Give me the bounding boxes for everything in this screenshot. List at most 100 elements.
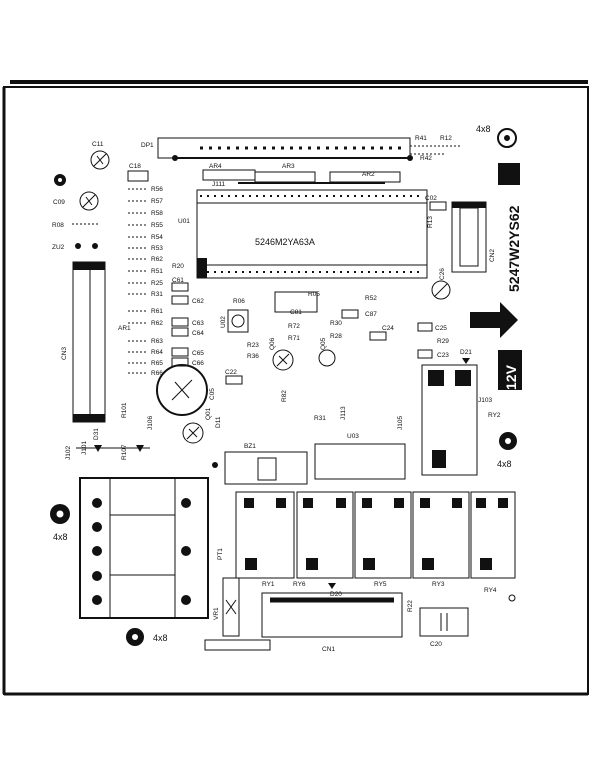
svg-text:C62: C62 [192,298,204,305]
svg-text:R72: R72 [288,323,300,330]
svg-text:AR2: AR2 [362,171,375,178]
svg-text:RY1: RY1 [262,581,275,588]
c26-capacitor: C26 [431,268,451,300]
svg-text:U03: U03 [347,433,359,440]
svg-text:D11: D11 [215,416,222,428]
svg-text:R52: R52 [365,295,377,302]
black-marker-square [498,163,520,185]
svg-text:R55: R55 [151,222,163,229]
svg-text:R08: R08 [52,222,64,229]
svg-text:R25: R25 [151,280,163,287]
svg-text:R31: R31 [151,291,163,298]
svg-text:J113: J113 [340,406,347,420]
c20-capacitor: C20 [419,607,469,648]
mount-hole-left: 4x8 [50,504,70,542]
ar3-array [254,171,316,183]
svg-text:4x8: 4x8 [476,124,491,134]
svg-text:R28: R28 [330,333,342,340]
svg-text:R06: R06 [233,298,245,305]
svg-text:R61: R61 [151,308,163,315]
ry2-relay: RY2 J103 [421,364,501,476]
svg-text:R65: R65 [151,360,163,367]
svg-text:R64: R64 [151,349,163,356]
pt1-transformer: PT1 [79,477,224,619]
svg-text:R62: R62 [151,320,163,327]
svg-text:AR4: AR4 [209,163,222,170]
ry6-relay: RY6 [293,491,354,588]
svg-text:C18: C18 [129,163,141,170]
svg-text:D21: D21 [460,349,472,356]
mount-hole-bottom: 4x8 [126,628,168,646]
svg-text:PT1: PT1 [217,548,224,560]
svg-text:R82: R82 [281,390,288,402]
svg-text:RY5: RY5 [374,581,387,588]
q05-transistor: Q05 [318,337,336,367]
svg-text:C61: C61 [172,277,184,284]
svg-text:Q06: Q06 [269,337,276,350]
ic-label: 5246M2YA63A [255,237,315,247]
svg-text:C65: C65 [192,350,204,357]
c05-capacitor: C05 [156,364,216,416]
svg-text:R36: R36 [247,353,259,360]
svg-text:R05: R05 [308,291,320,298]
svg-text:R58: R58 [151,210,163,217]
vr1-varistor: VR1 [213,577,240,637]
svg-text:R23: R23 [247,342,259,349]
svg-text:R22: R22 [407,600,414,612]
svg-text:J106: J106 [147,416,154,430]
svg-text:R29: R29 [437,338,449,345]
svg-text:C20: C20 [430,641,442,648]
u03-ic [314,443,406,480]
svg-text:RY2: RY2 [488,412,501,419]
svg-text:D20: D20 [330,591,342,598]
svg-text:C87: C87 [365,311,377,318]
svg-text:R12: R12 [440,135,452,142]
svg-text:C81: C81 [290,309,302,316]
svg-text:R66: R66 [151,370,163,377]
svg-text:J102: J102 [65,446,72,460]
svg-text:AR3: AR3 [282,163,295,170]
svg-text:R13: R13 [427,216,434,228]
svg-text:RY3: RY3 [432,581,445,588]
svg-text:C64: C64 [192,330,204,337]
cn3-connector: CN3 AR1 [61,261,131,423]
svg-text:J105: J105 [397,416,404,430]
svg-text:R53: R53 [151,245,163,252]
ry1-relay: RY1 [235,491,295,588]
svg-text:C22: C22 [225,369,237,376]
svg-text:CN1: CN1 [322,646,335,653]
svg-text:BZ1: BZ1 [244,443,256,450]
svg-text:R56: R56 [151,186,163,193]
svg-text:R62: R62 [151,256,163,263]
q06-transistor: Q06 [269,337,294,371]
svg-text:R54: R54 [151,234,163,241]
svg-text:R57: R57 [151,198,163,205]
svg-text:C02: C02 [425,195,437,202]
ry3-relay: RY3 [412,491,470,588]
svg-text:R71: R71 [288,335,300,342]
svg-text:CN3: CN3 [61,347,68,360]
cn1-connector: CN1 [261,592,403,653]
svg-text:J111: J111 [212,181,226,188]
svg-text:C63: C63 [192,320,204,327]
bottom-pad-strip [204,639,271,651]
mount-hole-top-right: 4x8 [476,124,517,148]
svg-text:D31: D31 [93,428,100,440]
ar4-array [202,169,256,181]
svg-text:Q01: Q01 [205,407,212,420]
mount-hole-right-middle: 4x8 [497,432,517,469]
svg-text:4x8: 4x8 [497,459,512,469]
u02-ic [227,309,249,333]
svg-text:C66: C66 [192,360,204,367]
svg-text:R51: R51 [151,268,163,275]
resistor-column-1: R56 R57 R58 R55 R54 R53 R62 R51 R25 R31 [128,186,163,298]
svg-text:R101: R101 [121,402,128,418]
resistor-column-2: R61 R62 R63 R64 R65 R66 [128,308,163,377]
c09-capacitor: C09 [53,191,99,211]
svg-text:AR1: AR1 [118,325,131,332]
part-number: 5247W2YS62 [506,205,522,292]
ry4-relay: RY4 [470,491,516,594]
voltage-badge-box [498,350,522,390]
c18-capacitor [127,170,149,182]
